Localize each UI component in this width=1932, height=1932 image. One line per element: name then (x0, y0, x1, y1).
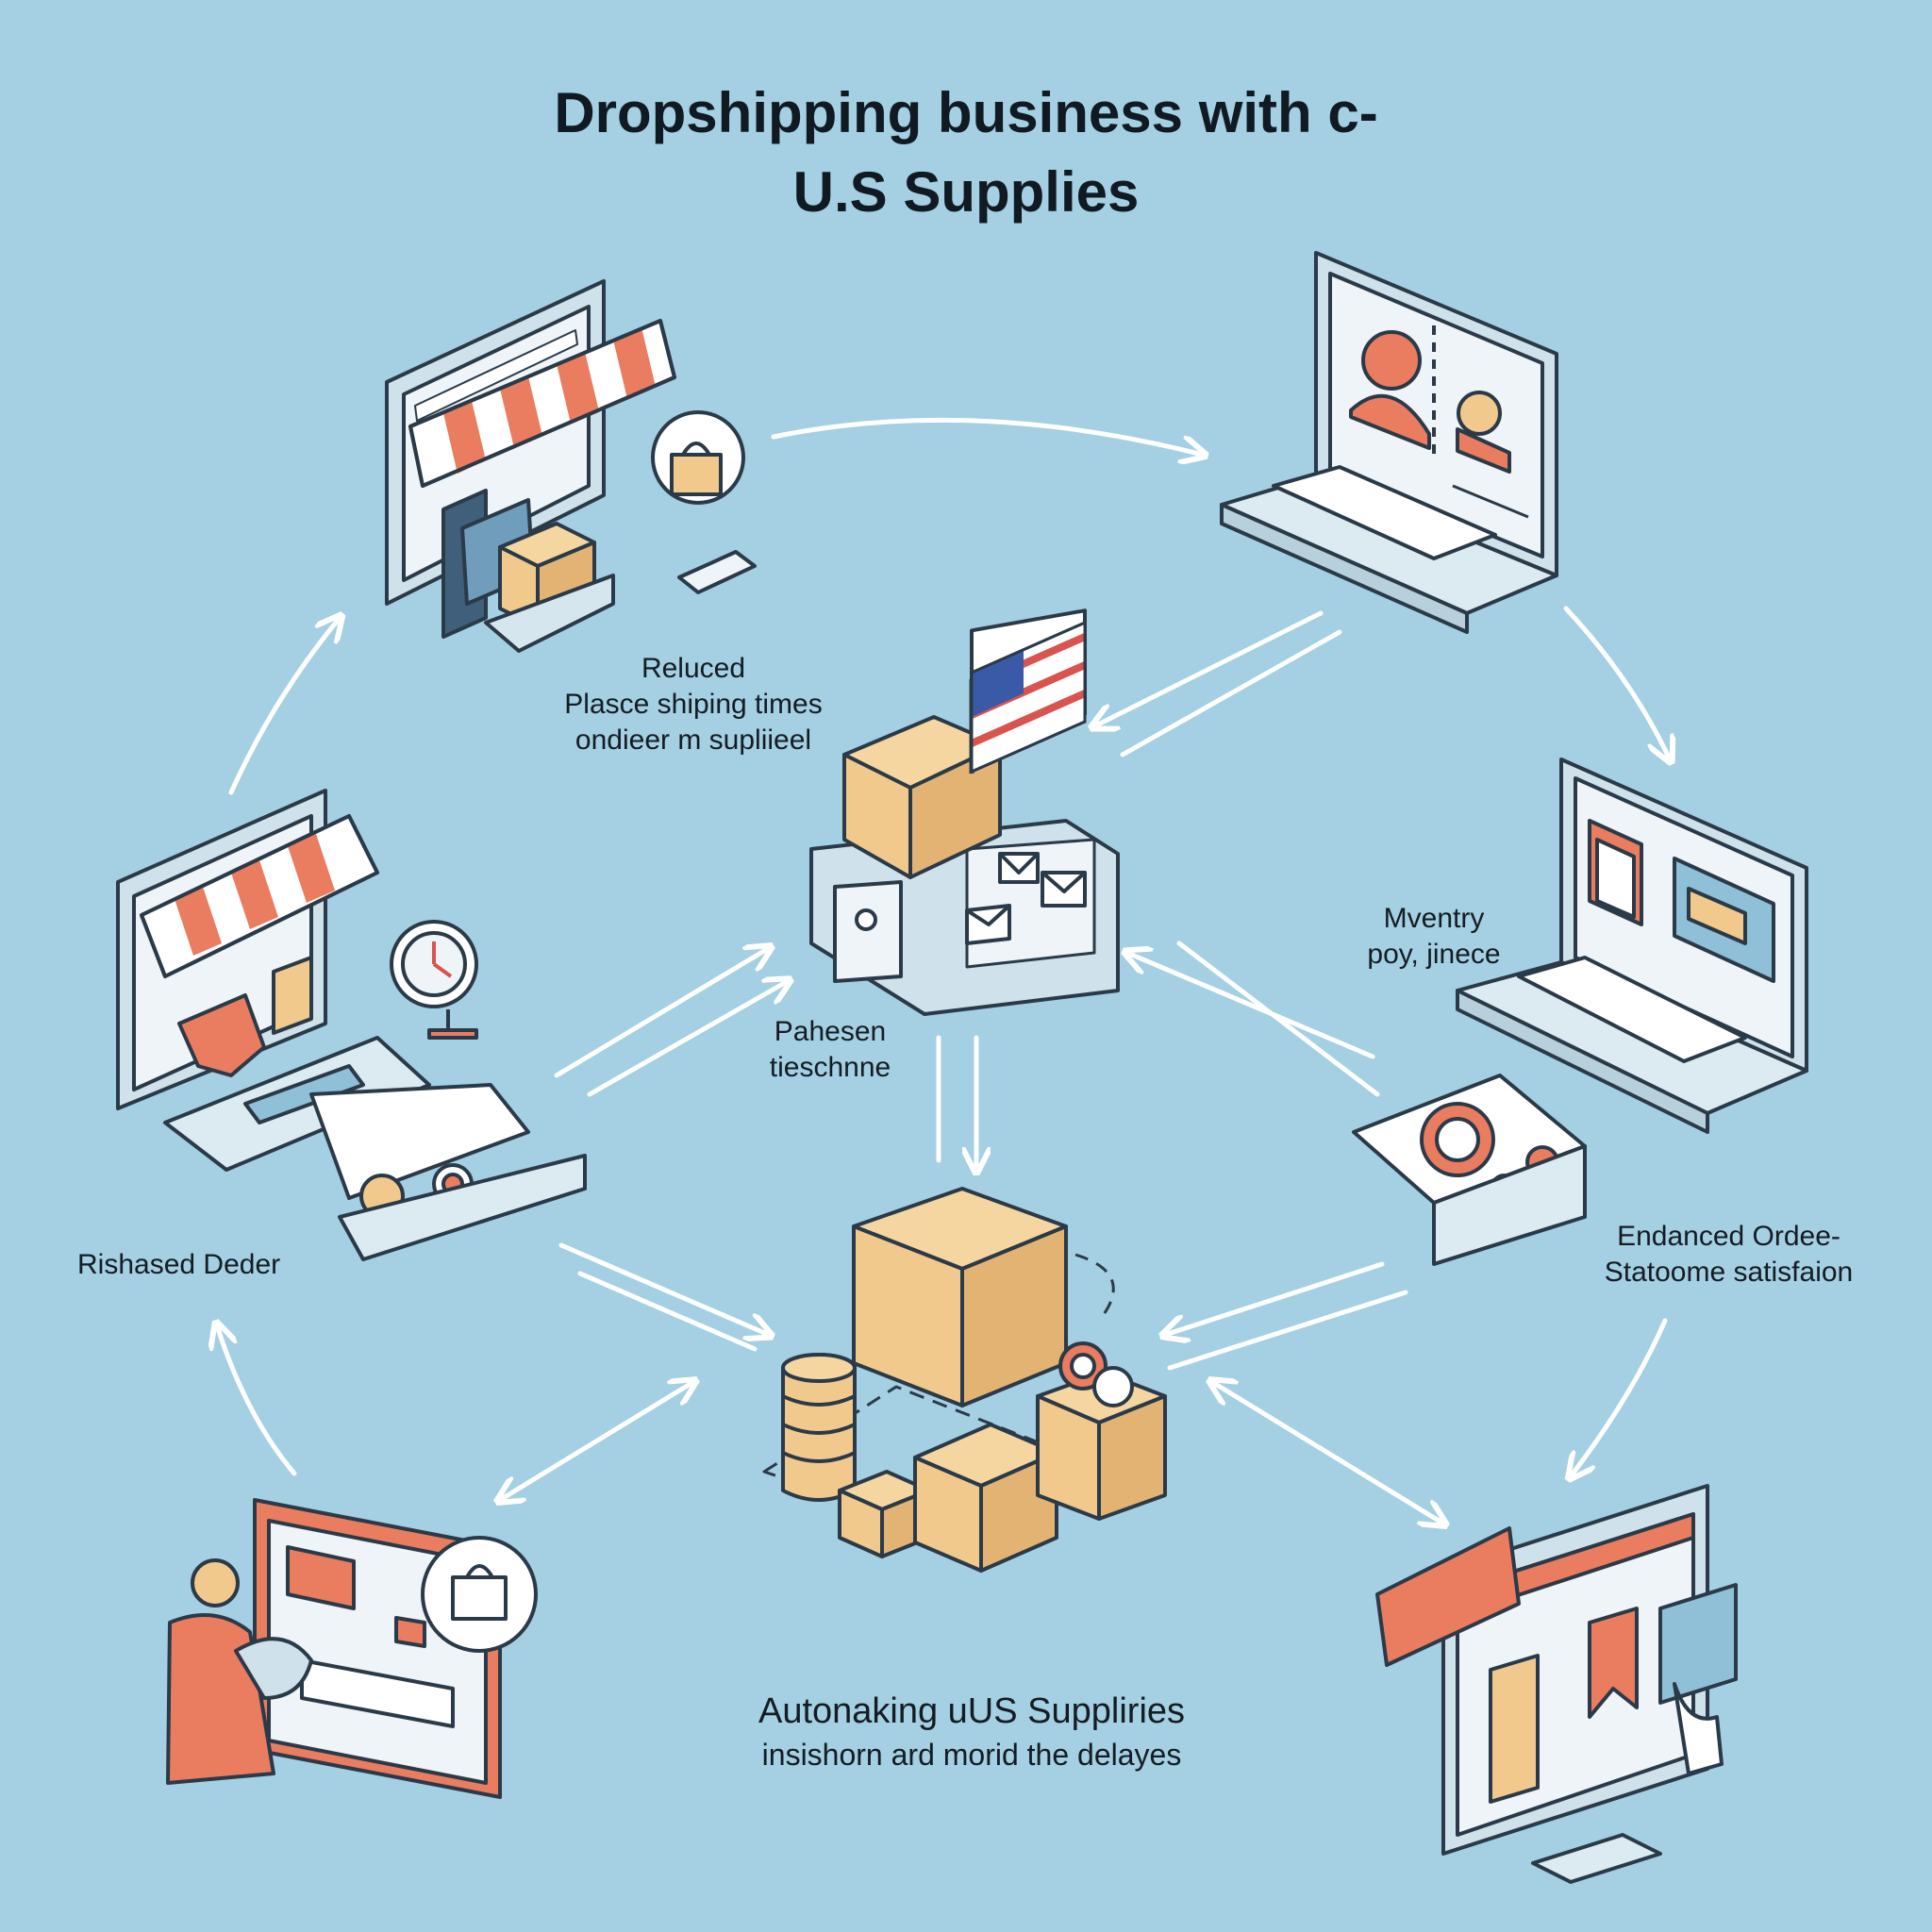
label-right-lower: Endanced Ordee- Statoome satisfaion (1571, 1219, 1887, 1291)
arrow-left-to-bottom-1 (558, 1242, 769, 1335)
inventory-stack (762, 1187, 1167, 1573)
flow-arrows (217, 417, 1670, 1524)
diagram-title: Dropshipping business with c- U.S Suppli… (0, 74, 1932, 232)
arrow-left-to-center-1 (554, 948, 769, 1078)
arrow-laptop-to-right-laptop (1563, 606, 1670, 759)
monitor-bottom-right (1375, 1484, 1738, 1884)
label-left-middle: Rishased Deder (77, 1249, 281, 1280)
arrow-bottom-left-to-left (217, 1325, 297, 1476)
label-bottom-center-line-2: insishorn ard morid the delayes (761, 1738, 1182, 1772)
storefront-monitor-top (385, 279, 757, 653)
arrow-boxes-to-bottom-right (1212, 1382, 1443, 1524)
arrow-left-to-bottom-2 (577, 1271, 758, 1352)
laptop-top-right (1220, 251, 1558, 634)
label-right-middle: Mventry poy, jinece (1316, 901, 1552, 973)
label-top-center-line-3: ondieer m supliieel (575, 724, 812, 756)
label-right-middle-line-1: Mventry (1383, 903, 1485, 934)
arrow-laptop-to-center-1 (1094, 610, 1324, 726)
label-right-lower-line-1: Endanced Ordee- (1617, 1221, 1840, 1252)
label-top-center-line-1: Reluced (641, 653, 746, 684)
label-right-middle-line-2: poy, jinece (1367, 939, 1501, 970)
arrow-left-to-top-store (228, 618, 340, 795)
title-line-2: U.S Supplies (792, 160, 1140, 224)
arrow-top-store-to-laptop (771, 417, 1203, 455)
label-center-line-2: tieschnne (769, 1052, 891, 1083)
label-right-lower-line-2: Statoome satisfaion (1604, 1257, 1854, 1288)
arrow-right-to-bottom-right (1571, 1318, 1668, 1476)
arrow-right-to-bottom-2 (1167, 1290, 1408, 1371)
label-bottom-center: Autonaking uUS Suppliries insishorn ard … (660, 1689, 1283, 1775)
label-center: Pahesen tieschnne (726, 1014, 934, 1086)
label-top-center: Reluced Plasce shiping times ondieer m s… (491, 651, 896, 758)
label-top-center-line-2: Plasce shiping times (564, 689, 823, 720)
arrow-bottom-left-to-boxes (500, 1382, 693, 1500)
tablet-customer-bottom-left (166, 1498, 538, 1799)
central-supplier-hub (809, 608, 1120, 1016)
storefront-monitor-left (116, 789, 587, 1261)
arrow-right-to-center-2 (1176, 941, 1380, 1097)
us-flag-icon (970, 620, 1087, 774)
label-center-line-1: Pahesen (774, 1016, 887, 1047)
laptop-right (1352, 758, 1808, 1266)
arrow-right-to-bottom-1 (1165, 1261, 1385, 1335)
arrow-right-to-center-1 (1127, 953, 1375, 1059)
label-bottom-center-line-1: Autonaking uUS Suppliries (758, 1691, 1186, 1731)
arrow-laptop-to-center-2 (1120, 629, 1342, 758)
arrow-left-to-center-2 (587, 981, 788, 1097)
title-line-1: Dropshipping business with c- (554, 81, 1378, 144)
